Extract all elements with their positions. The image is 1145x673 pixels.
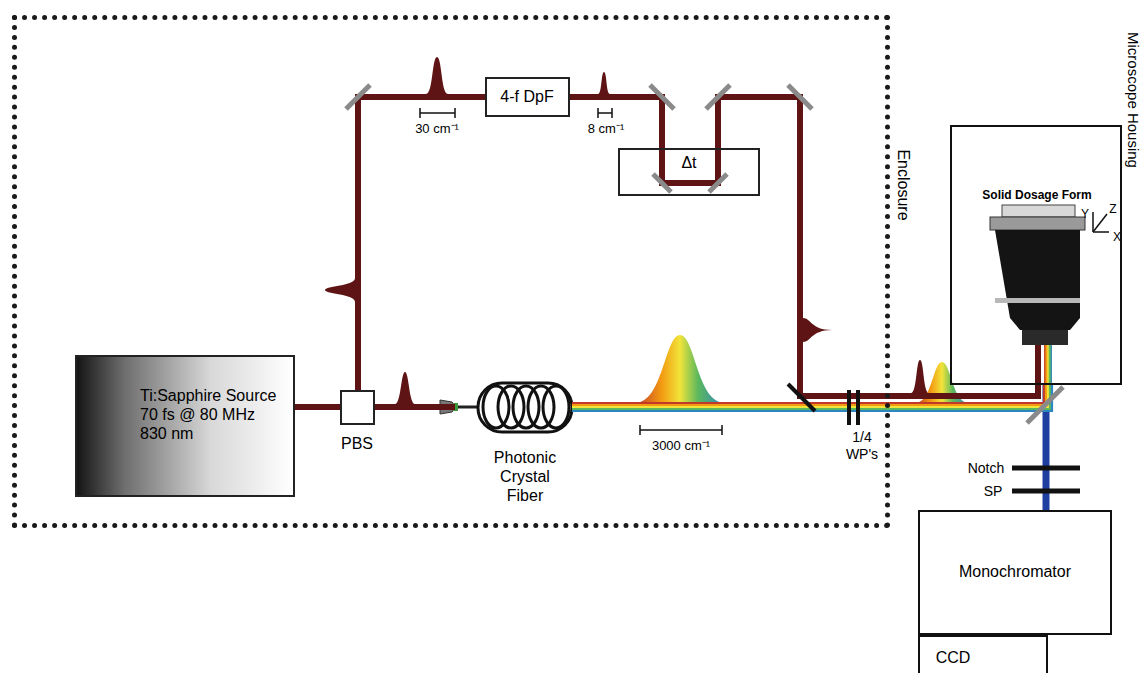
waveplate xyxy=(856,390,860,425)
objective-body xyxy=(995,230,1080,330)
continuum-stripe xyxy=(572,385,1052,411)
source-label: Ti:Sapphire Source 70 fs @ 80 MHz 830 nm xyxy=(140,386,282,444)
pump-beam xyxy=(718,97,1038,396)
pulse xyxy=(598,72,610,94)
fiber-loop xyxy=(513,386,539,428)
scale-bar xyxy=(420,108,455,118)
mirror xyxy=(650,85,674,109)
objective xyxy=(990,205,1085,345)
waveplate xyxy=(847,390,851,425)
mirror xyxy=(346,85,370,109)
objective-nose xyxy=(1022,330,1068,345)
axis-label: X xyxy=(1113,230,1121,244)
objective-band xyxy=(995,298,1080,303)
pulse xyxy=(426,57,448,94)
delay-beam xyxy=(662,148,718,183)
pump-beam xyxy=(358,97,485,390)
component-label: Monochromator xyxy=(959,562,1071,581)
fiber-loop xyxy=(478,383,572,432)
combining-mirror xyxy=(788,384,815,411)
fiber-node: Photonic Crystal Fiber xyxy=(455,378,572,503)
beam-path xyxy=(295,407,340,408)
region-title: Enclosure xyxy=(893,149,912,220)
sample-label: Solid Dosage Form xyxy=(982,188,1091,202)
pulse xyxy=(395,372,415,404)
objective-collar xyxy=(990,217,1085,230)
pump-beam xyxy=(1035,345,1041,385)
axis xyxy=(1093,214,1107,232)
axis-label: Z xyxy=(1109,202,1116,216)
fiber-loop xyxy=(483,386,509,428)
detector-box: CCD xyxy=(918,635,1048,673)
axis-label: Y xyxy=(1081,207,1089,221)
bandwidth-label: 3000 cm⁻¹ xyxy=(652,438,710,454)
fiber-coil xyxy=(478,383,572,432)
component-label: PBS xyxy=(341,434,373,453)
scale-bars xyxy=(420,108,722,435)
shortpass-filter xyxy=(1012,489,1080,494)
component-label: 4-f DpF xyxy=(500,87,553,106)
axis xyxy=(1093,231,1109,233)
fiber-loop xyxy=(543,386,569,428)
axis xyxy=(1092,212,1094,232)
fiber-loop xyxy=(498,386,524,428)
pulse xyxy=(325,278,355,302)
monochromator-box: Monochromator xyxy=(918,510,1112,635)
continuum-stripe xyxy=(572,385,1046,405)
housing-title: Microscope Housing xyxy=(1124,32,1142,168)
pulse xyxy=(911,360,929,393)
beam-path xyxy=(718,97,1038,396)
sample-slab xyxy=(1002,205,1075,217)
bandwidth-label: 30 cm⁻¹ xyxy=(415,121,459,137)
mirror xyxy=(709,174,727,192)
component-label: CCD xyxy=(936,648,971,667)
beam-path xyxy=(375,407,455,408)
beam-path xyxy=(570,97,662,148)
mirrors xyxy=(346,85,1063,423)
mirror xyxy=(653,174,671,192)
continuum-beam xyxy=(1044,345,1052,385)
pump-beam xyxy=(375,404,455,410)
pulses xyxy=(325,57,929,404)
delay-stage-box: Δt xyxy=(618,148,760,196)
filters xyxy=(1012,468,1080,491)
bandwidth-label: 8 cm⁻¹ xyxy=(588,121,625,137)
filter-label: SP xyxy=(984,483,1003,500)
microscope-housing: Microscope HousingSolid Dosage Form xyxy=(950,125,1122,385)
component-label: Photonic Crystal Fiber xyxy=(485,448,565,506)
fiber-lead xyxy=(458,406,478,409)
continuum-stripe xyxy=(572,385,1044,403)
axes xyxy=(1093,212,1109,232)
pulse xyxy=(803,318,832,342)
fiber-loop xyxy=(528,386,554,428)
beam-path xyxy=(572,385,1052,411)
filter-box: 4-f DpF xyxy=(485,77,570,117)
mirror xyxy=(706,85,730,109)
dichroic-mirror xyxy=(1027,387,1063,423)
scale-bar xyxy=(640,425,722,435)
beam-path xyxy=(358,97,485,390)
component-label: Δt xyxy=(681,153,696,172)
notch-filter xyxy=(1012,466,1080,471)
enclosure-region: EnclosureTi:Sapphire Source 70 fs @ 80 M… xyxy=(12,15,890,528)
laser-source-box: Ti:Sapphire Source 70 fs @ 80 MHz 830 nm xyxy=(75,355,295,497)
pump-beam xyxy=(570,97,662,148)
pump-beam xyxy=(295,404,340,410)
waveplates xyxy=(849,390,858,425)
waveplate-label: 1/4 WP's xyxy=(842,429,882,463)
filter-label: Notch xyxy=(968,460,1005,477)
mirror xyxy=(788,85,812,109)
continuum-spectrum xyxy=(635,335,725,403)
beam-splitter-box: PBS xyxy=(340,390,375,425)
scale-bar xyxy=(598,108,612,118)
